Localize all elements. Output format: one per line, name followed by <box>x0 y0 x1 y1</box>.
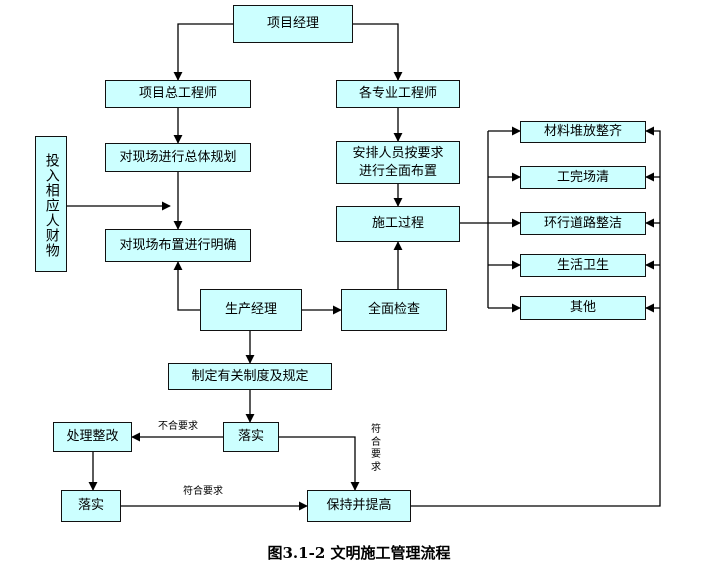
node-production-manager: 生产经理 <box>200 289 302 331</box>
figure-caption: 图3.1-2 文明施工管理流程 <box>267 544 451 562</box>
edge-production-to-layout <box>173 261 200 311</box>
node-arrange-staff: 安排人员按要求 进行全面布置 <box>336 141 460 184</box>
edge-maintain-feedback <box>411 126 661 507</box>
node-implement-2: 落实 <box>61 490 121 522</box>
node-other: 其他 <box>520 296 646 320</box>
label-meets-vertical: 符合要求 <box>371 424 381 473</box>
node-construction-process: 施工过程 <box>336 206 460 242</box>
edge-implement-to-maintain <box>279 436 360 491</box>
node-hygiene: 生活卫生 <box>520 254 646 277</box>
node-materials-stacked: 材料堆放整齐 <box>520 121 646 143</box>
node-input-resources: 投入相应人财物 <box>35 136 67 272</box>
node-chief-engineer: 项目总工程师 <box>105 80 251 108</box>
node-specialty-engineers: 各专业工程师 <box>336 80 460 108</box>
edge-pm-to-chief <box>173 23 233 81</box>
node-rectify: 处理整改 <box>53 422 132 452</box>
label-meets-bottom: 符合要求 <box>183 486 223 497</box>
node-implement: 落实 <box>223 422 279 452</box>
node-project-manager: 项目经理 <box>233 5 353 43</box>
node-overall-planning: 对现场进行总体规划 <box>105 143 251 172</box>
node-work-done-site-clear: 工完场清 <box>520 166 646 189</box>
node-site-layout: 对现场布置进行明确 <box>105 229 251 262</box>
node-roads-clean: 环行道路整洁 <box>520 212 646 235</box>
node-make-rules: 制定有关制度及规定 <box>168 363 332 390</box>
label-not-meet: 不合要求 <box>158 421 198 432</box>
edge-pm-to-specialty <box>353 23 403 81</box>
node-maintain-improve: 保持并提高 <box>307 490 411 522</box>
node-full-inspection: 全面检查 <box>341 289 447 331</box>
